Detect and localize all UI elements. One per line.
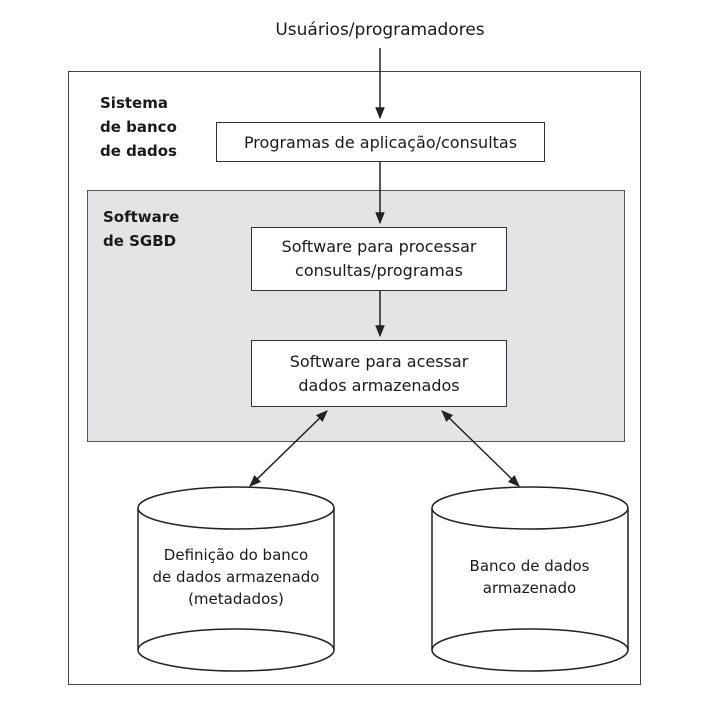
database-cylinder-label: Banco de dados armazenado [432, 555, 627, 599]
sgbd-label-line-2: de SGBD [103, 232, 177, 250]
sgbd-label-line-1: Software [103, 208, 180, 226]
access-box-line-1: Software para acessar [289, 351, 469, 371]
system-label-line-1: Sistema [100, 94, 168, 112]
database-label-line-1: Banco de dados [469, 557, 590, 575]
metadata-label-line-2: de dados armazenado [152, 568, 320, 586]
database-cylinder [431, 486, 629, 672]
data-access-box: Software para acessar dados armazenados [251, 340, 507, 407]
application-programs-box: Programas de aplicação/consultas [216, 122, 545, 162]
database-system-label: Sistema de banco de dados [100, 91, 177, 163]
database-label-line-2: armazenado [482, 579, 577, 597]
system-label-line-3: de dados [100, 142, 177, 160]
sgbd-software-label: Software de SGBD [103, 205, 179, 253]
arrow-access-to-database [441, 410, 520, 487]
metadata-cylinder [137, 486, 335, 672]
metadata-cylinder-label: Definição do banco de dados armazenado (… [136, 544, 336, 610]
users-programmers-label: Usuários/programadores [275, 20, 485, 40]
database-system-frame [68, 71, 641, 685]
metadata-label-line-3: (metadados) [188, 590, 284, 608]
process-box-line-1: Software para processar [281, 237, 477, 256]
access-box-line-2: dados armazenados [298, 375, 460, 395]
query-processing-box: Software para processar consultas/progra… [251, 227, 507, 291]
process-box-line-2: consultas/programas [295, 261, 463, 280]
system-label-line-2: de banco [100, 118, 177, 136]
metadata-label-line-1: Definição do banco [163, 546, 309, 564]
arrow-access-to-metadata [249, 410, 328, 487]
